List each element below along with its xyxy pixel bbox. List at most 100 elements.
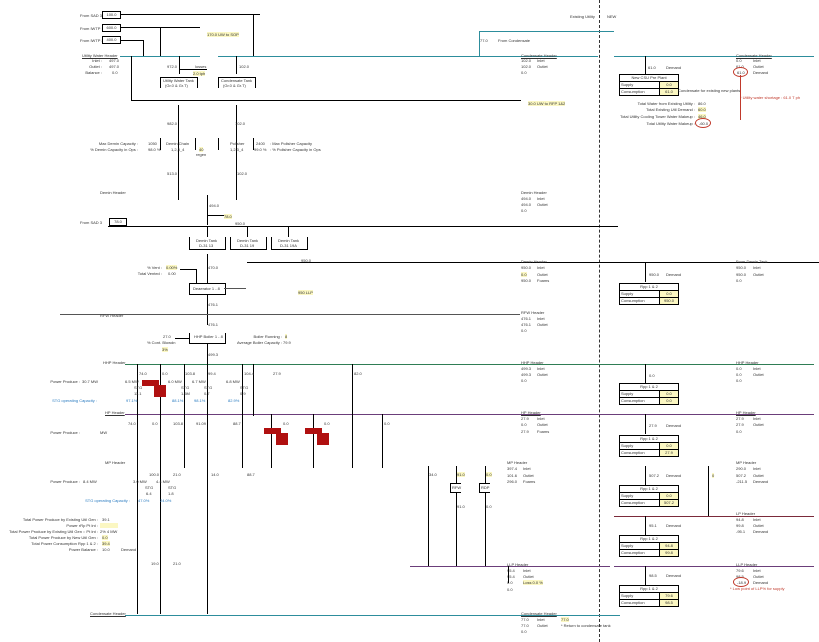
table-title: Rpp 1 & 2 bbox=[640, 536, 658, 541]
consumption-value[interactable]: 61.0 bbox=[659, 89, 678, 95]
iwtp1-line bbox=[110, 27, 200, 28]
deaerator-box[interactable]: Deaerator 1 - 8 bbox=[189, 283, 226, 295]
valve-icon[interactable] bbox=[305, 428, 322, 434]
rfw-pump[interactable]: RFW bbox=[450, 483, 461, 493]
regen-label: regen bbox=[196, 152, 207, 157]
mp-flow: 21.0 bbox=[173, 472, 181, 477]
shortage-note: * Utility water shortage : 61.0 T ph bbox=[740, 95, 801, 100]
dh2-outlet-label: Outlet bbox=[537, 272, 548, 277]
rfw-balance-value: 0.0 bbox=[521, 328, 527, 333]
from-iwtp2-value[interactable]: 400.0 bbox=[102, 36, 121, 44]
cond-tank-name: Condensate Tank bbox=[221, 78, 253, 83]
demin-tank-1[interactable]: Demin Tank D-31 13 bbox=[189, 237, 226, 250]
uw-tank-flow: 972.0 bbox=[167, 64, 178, 69]
polisher-flow: 102.0 bbox=[235, 121, 246, 126]
condensate-tank[interactable]: Condensate Tank (Gr.0 & Gr.T) bbox=[218, 77, 256, 88]
supply-value[interactable]: 79.6 bbox=[659, 593, 678, 599]
polisher-pct-value: 99.0 % bbox=[254, 147, 267, 152]
supply-value[interactable]: 0.0 bbox=[659, 82, 678, 88]
dh2-extra-label: Foams bbox=[537, 278, 550, 283]
power-summary-value: 39.4 bbox=[102, 541, 110, 546]
dh-from-sad3-value[interactable]: 78.0 bbox=[109, 218, 127, 226]
demin-hl-line bbox=[207, 215, 232, 216]
rhhp-inlet-value: 0.0 bbox=[736, 366, 742, 371]
rlp-flow-value: 95.1 bbox=[649, 523, 657, 528]
dt-flow-right: 950.0 bbox=[301, 258, 312, 263]
rlp-flow-label: Demand bbox=[666, 523, 682, 528]
valve-icon[interactable] bbox=[276, 433, 288, 445]
boiler-running-value: 8 bbox=[285, 334, 288, 339]
rfw-outlet-label: Outlet bbox=[537, 322, 548, 327]
demin-tank-id: D-31 13 bbox=[199, 243, 214, 248]
power-summary-value: 39.1 bbox=[102, 517, 110, 522]
rt-header-title: Condensate Header bbox=[736, 53, 772, 58]
bd-flow: 27.0 bbox=[163, 334, 171, 339]
supply-value[interactable]: 94.8 bbox=[659, 543, 678, 549]
consumption-value[interactable]: 99.8 bbox=[659, 550, 678, 556]
consumption-value[interactable]: 950.0 bbox=[659, 298, 678, 304]
hhp-power-value: 30.7 MW bbox=[82, 379, 99, 384]
consumption-label: Consumption bbox=[621, 398, 645, 403]
summary-label: Total Utility Water Makeup : bbox=[646, 121, 695, 126]
rhp-balance-value: 0.0 bbox=[736, 429, 742, 434]
polisher-name: Polisher bbox=[230, 141, 245, 146]
consumption-value[interactable]: 98.5 bbox=[659, 600, 678, 606]
valve-icon[interactable] bbox=[154, 385, 166, 397]
mp-flow: 34.0 bbox=[429, 472, 437, 477]
supply-value[interactable]: 0.0 bbox=[659, 391, 678, 397]
rt-flow-label: Demand bbox=[666, 65, 682, 70]
hhp-flow: 0.0 bbox=[162, 371, 168, 376]
rhp-outlet-value: 27.9 bbox=[736, 422, 744, 427]
rfw-inlet-value: 476.1 bbox=[521, 316, 532, 321]
existing-new-boundary bbox=[599, 0, 600, 642]
demin-tank-name: Demin Tank bbox=[196, 238, 218, 243]
demin-tank-3[interactable]: Demin Tank D-31 19A bbox=[271, 237, 308, 250]
new-label: NEW bbox=[607, 14, 617, 19]
utility-water-tank[interactable]: Utility Water Tank (Gr.0 & Gr.T) bbox=[160, 77, 198, 88]
hhp-power-label: Power Produce : bbox=[50, 379, 80, 384]
hp-flow: 0.0 bbox=[283, 421, 289, 426]
dh-flow-hl: 78.0 bbox=[224, 214, 232, 219]
rmp-demand-value: -211.5 bbox=[736, 479, 748, 484]
power-summary-value bbox=[100, 523, 118, 528]
hhp-boiler[interactable]: HHP Boiler 1 - 8 bbox=[189, 333, 226, 344]
mp-title: MP Header bbox=[507, 460, 528, 465]
hhp-flow: 103.8 bbox=[185, 371, 196, 376]
supply-value[interactable]: 0.0 bbox=[659, 443, 678, 449]
consumption-value[interactable]: 27.9 bbox=[659, 450, 678, 456]
consumption-value[interactable]: 0.0 bbox=[659, 398, 678, 404]
stg-num: 6.4 bbox=[146, 491, 152, 496]
hp-power-value: MW bbox=[100, 430, 108, 435]
demin-feed-line bbox=[178, 105, 179, 200]
rdp-pump[interactable]: RDP bbox=[479, 483, 490, 493]
ch-balance-value: 0.0 bbox=[521, 70, 527, 75]
demin-tank-2[interactable]: Demin Tank D-31 19 bbox=[230, 237, 267, 250]
cond-tank-flow: 102.0 bbox=[239, 64, 250, 69]
valve-icon[interactable] bbox=[142, 380, 159, 386]
rmp-outlet-label: Outlet bbox=[753, 473, 764, 478]
rllp-inlet-label: Inlet bbox=[753, 568, 761, 573]
power-summary-label: Total Power Produce by New Util Gen : bbox=[28, 535, 98, 540]
rllp-title: LLP Header bbox=[736, 562, 758, 567]
supply-value[interactable]: 0.0 bbox=[659, 493, 678, 499]
condensate-header-line bbox=[218, 56, 598, 57]
hhp-flow: 99.4 bbox=[208, 371, 216, 376]
valve-icon[interactable] bbox=[317, 433, 329, 445]
consumption-value[interactable]: 507.2 bbox=[659, 500, 678, 506]
boiler-running-label: Boiler Running : bbox=[253, 334, 282, 339]
rdp-pump-label: RDP bbox=[481, 485, 490, 490]
power-summary-label: Total Power Produce by Existing Util Gen… bbox=[22, 517, 98, 522]
from-sad3-value[interactable]: 100.0 bbox=[102, 11, 121, 19]
supply-label: Supply bbox=[621, 443, 634, 448]
valve-icon[interactable] bbox=[264, 428, 281, 434]
dh-from-sad3-label: From SAD 3 bbox=[80, 220, 103, 225]
from-iwtp1-value[interactable]: 600.0 bbox=[102, 24, 121, 32]
consumption-label: Consumption bbox=[621, 500, 645, 505]
highlight-circle bbox=[733, 577, 749, 587]
stg-capacity-label: STG operating Capacity : bbox=[52, 398, 97, 403]
rhhp-title: HHP Header bbox=[736, 360, 759, 365]
supply-value[interactable]: 0.0 bbox=[659, 291, 678, 297]
vent-label: % Vent : bbox=[147, 265, 162, 270]
stg-num: 11.1 bbox=[134, 391, 142, 396]
